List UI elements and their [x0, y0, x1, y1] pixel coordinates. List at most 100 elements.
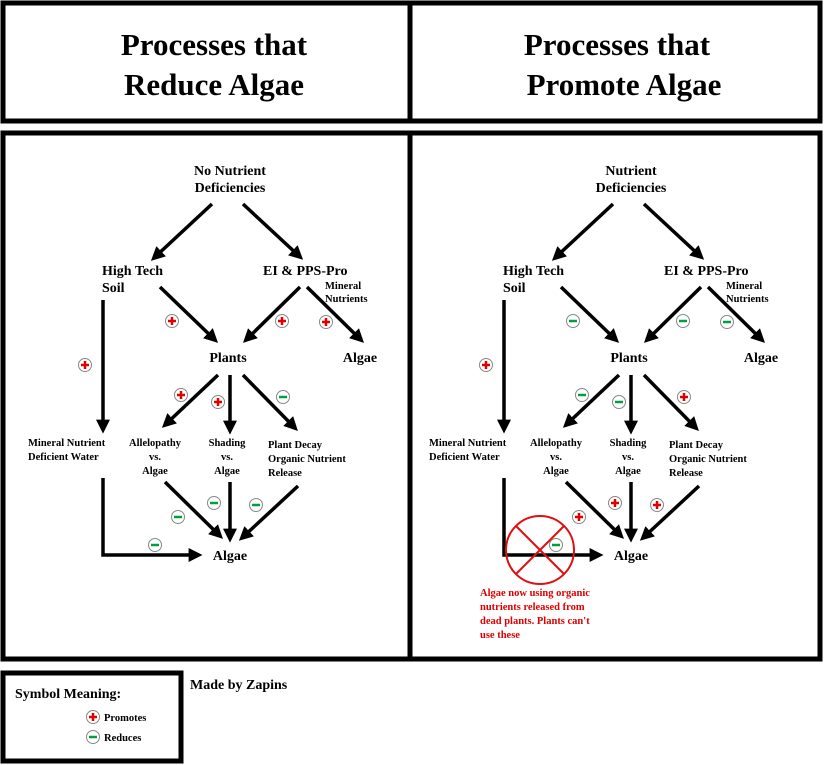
arrow-ei-to-algae — [706, 285, 765, 343]
node-plants: Plants — [610, 351, 648, 366]
node-deficient-water-line2: Deficient Water — [429, 452, 500, 463]
label-mineral-nutrients-line2: Nutrients — [726, 294, 769, 305]
node-deficient-water-line1: Mineral Nutrient — [28, 438, 106, 449]
node-plant-decay-line1: Plant Decay — [669, 440, 724, 451]
node-high-tech-soil-line2: Soil — [102, 281, 125, 296]
header-promote-line2: Promote Algae — [527, 67, 722, 102]
legend-box — [0, 670, 184, 764]
node-shading-line3: Algae — [615, 466, 641, 477]
node-plant-decay-line2: Organic Nutrient — [669, 454, 747, 465]
label-mineral-nutrients-line1: Mineral — [325, 281, 361, 292]
panel-box-reduce — [0, 130, 413, 662]
legend-reduces-label: Reduces — [104, 733, 141, 744]
arrow-plants-to-allelopathy — [161, 373, 220, 428]
node-algae-direct: Algae — [343, 351, 377, 366]
arrow-top-to-ei — [642, 202, 705, 260]
node-nutrient-status-line1: Nutrient — [605, 164, 657, 179]
legend-promotes-label: Promotes — [104, 713, 146, 724]
node-allelopathy-line3: Algae — [142, 466, 168, 477]
label-mineral-nutrients-line1: Mineral — [726, 281, 762, 292]
node-nutrient-status-line2: Deficiencies — [195, 181, 266, 196]
node-deficient-water-line2: Deficient Water — [28, 452, 99, 463]
plus-sign-icon — [86, 710, 100, 724]
minus-sign-icon — [612, 395, 626, 409]
node-plant-decay-line3: Release — [268, 468, 302, 479]
node-plant-decay-line2: Organic Nutrient — [268, 454, 346, 465]
credit: Made by Zapins — [190, 678, 288, 693]
arrow-soil-to-plants — [559, 285, 620, 343]
header-promote-line1: Processes that — [524, 27, 711, 62]
arrow-allelopathy-to-algae — [564, 480, 624, 539]
arrow-plants-to-decay — [241, 373, 298, 431]
node-shading-line2: vs. — [622, 452, 634, 463]
arrow-top-to-soil — [551, 202, 615, 261]
node-algae-direct: Algae — [744, 351, 778, 366]
node-shading-line1: Shading — [209, 438, 247, 449]
plus-sign-icon — [650, 498, 664, 512]
node-shading-line1: Shading — [610, 438, 648, 449]
plus-sign-icon — [677, 390, 691, 404]
arrow-plants-to-allelopathy — [562, 373, 621, 428]
arrow-soil-to-plants — [158, 285, 219, 343]
node-allelopathy-line3: Algae — [543, 466, 569, 477]
plus-sign-icon — [572, 510, 586, 524]
node-nutrient-status-line1: No Nutrient — [194, 164, 266, 179]
plus-sign-icon — [78, 358, 92, 372]
plus-sign-icon — [479, 358, 493, 372]
node-allelopathy-line1: Allelopathy — [530, 438, 583, 449]
arrow-plants-to-decay — [642, 373, 699, 431]
arrow-water-to-algae — [502, 478, 604, 562]
plus-sign-icon — [174, 388, 188, 402]
node-plant-decay-line3: Release — [669, 468, 703, 479]
node-algae-result: Algae — [614, 549, 648, 564]
header-reduce-line2: Reduce Algae — [124, 67, 304, 102]
blocked-cross-icon — [505, 515, 575, 585]
node-shading-line2: vs. — [221, 452, 233, 463]
node-ei-pps-pro: EI & PPS-Pro — [263, 264, 348, 279]
minus-sign-icon — [171, 510, 185, 524]
header-box-promote — [407, 0, 823, 124]
plus-sign-icon — [608, 496, 622, 510]
arrow-ei-to-algae — [305, 285, 364, 343]
annotation-note-line1: Algae now using organic — [480, 588, 590, 599]
minus-sign-icon — [676, 314, 690, 328]
node-high-tech-soil-line1: High Tech — [503, 264, 564, 279]
minus-sign-icon — [86, 730, 100, 744]
minus-sign-icon — [720, 315, 734, 329]
header-box-reduce — [0, 0, 413, 124]
arrow-water-to-algae — [101, 478, 203, 562]
minus-sign-icon — [276, 390, 290, 404]
node-allelopathy-line2: vs. — [149, 452, 161, 463]
plus-sign-icon — [211, 395, 225, 409]
annotation-note-line4: use these — [480, 630, 520, 641]
label-mineral-nutrients-line2: Nutrients — [325, 294, 368, 305]
minus-sign-icon — [148, 538, 162, 552]
node-ei-pps-pro: EI & PPS-Pro — [664, 264, 749, 279]
annotation-note-line2: nutrients released from — [480, 602, 585, 613]
legend-title: Symbol Meaning: — [15, 687, 121, 702]
minus-sign-icon — [566, 314, 580, 328]
arrow-decay-to-algae — [639, 484, 701, 541]
node-shading-line3: Algae — [214, 466, 240, 477]
arrow-decay-to-algae — [238, 484, 300, 541]
node-plants: Plants — [209, 351, 247, 366]
arrow-allelopathy-to-algae — [163, 480, 223, 539]
arrow-top-to-ei — [241, 202, 304, 260]
minus-sign-icon — [207, 496, 221, 510]
minus-sign-icon — [549, 538, 563, 552]
plus-sign-icon — [319, 315, 333, 329]
header-reduce-line1: Processes that — [121, 27, 308, 62]
panel-box-promote — [407, 130, 823, 662]
arrow-top-to-soil — [150, 202, 214, 261]
node-plant-decay-line1: Plant Decay — [268, 440, 323, 451]
node-deficient-water-line1: Mineral Nutrient — [429, 438, 507, 449]
node-allelopathy-line1: Allelopathy — [129, 438, 182, 449]
node-high-tech-soil-line1: High Tech — [102, 264, 163, 279]
node-algae-result: Algae — [213, 549, 247, 564]
arrow-ei-to-plants — [243, 285, 302, 343]
node-allelopathy-line2: vs. — [550, 452, 562, 463]
minus-sign-icon — [249, 498, 263, 512]
plus-sign-icon — [165, 314, 179, 328]
